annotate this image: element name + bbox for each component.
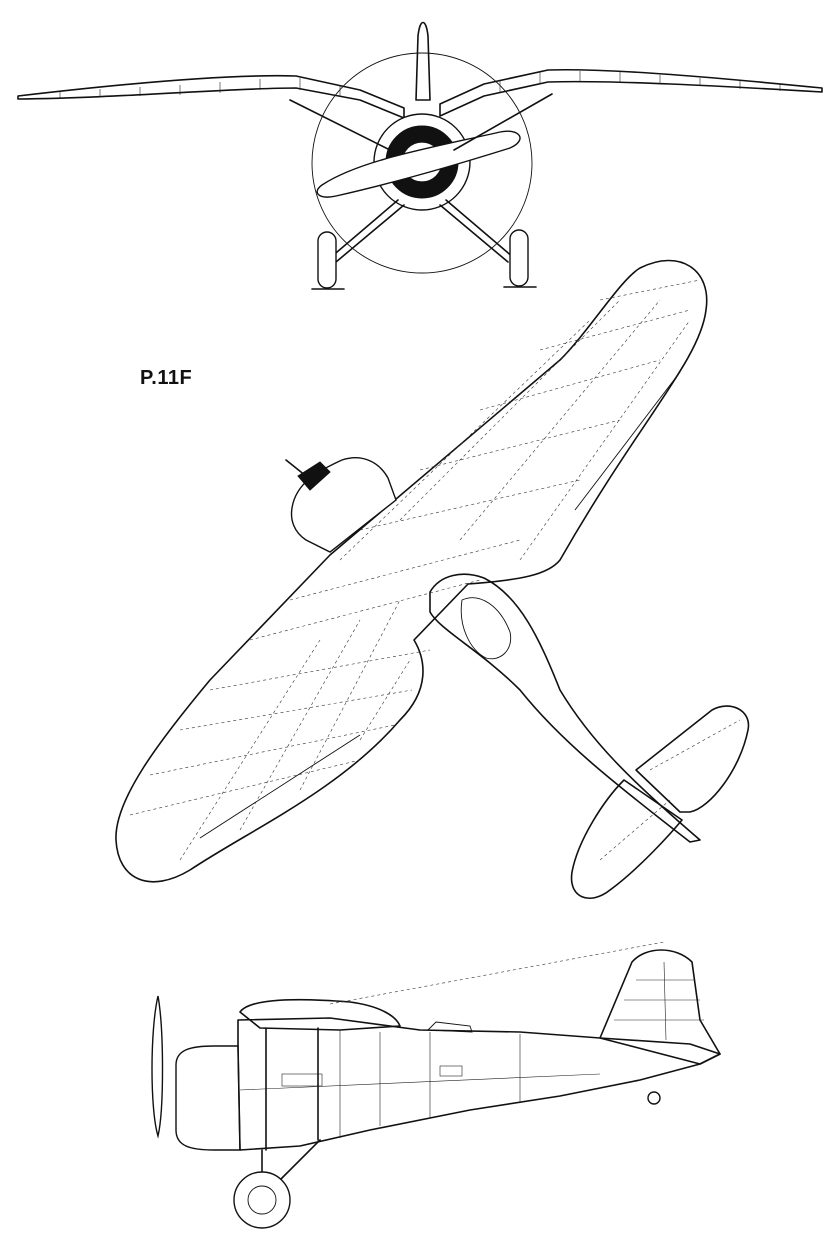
main-wing-top	[115, 259, 708, 883]
fuselage-side	[237, 1017, 721, 1151]
radio-antenna	[329, 941, 665, 1005]
tail-fin-side	[599, 949, 721, 1065]
top-view	[115, 259, 750, 900]
aircraft-designation-label: P.11F	[140, 367, 193, 389]
wing-struts-front	[289, 93, 553, 263]
cockpit-windscreen	[426, 1021, 473, 1033]
front-view	[17, 21, 823, 290]
main-wheel-side	[233, 1171, 291, 1229]
left-wheel-front	[317, 231, 337, 289]
engine-cowling-side	[175, 1045, 241, 1151]
horizontal-stabilizer-top	[635, 705, 750, 813]
wing-rib-lines-front	[59, 71, 781, 98]
fuselage-panel-lines	[239, 1030, 601, 1138]
propeller-blade	[316, 130, 521, 198]
left-aileron-top	[199, 734, 361, 839]
cockpit-opening	[460, 597, 512, 660]
horizontal-stabilizer-top-2	[570, 779, 683, 900]
right-wheel-front	[509, 229, 529, 287]
side-view	[151, 941, 721, 1229]
propeller-disc	[311, 52, 533, 274]
fuselage-top	[429, 573, 701, 843]
left-wing-front	[17, 74, 405, 119]
tail-wheel-side	[647, 1091, 661, 1105]
wing-side	[239, 998, 401, 1031]
wing-panel-grid	[129, 279, 701, 861]
propeller-side	[151, 995, 164, 1139]
wing-struts-side	[265, 1027, 319, 1151]
right-aileron-top	[574, 371, 681, 511]
tail-fin-front	[415, 21, 431, 101]
propeller-hub-top	[297, 461, 331, 491]
right-wing-front	[439, 68, 823, 117]
